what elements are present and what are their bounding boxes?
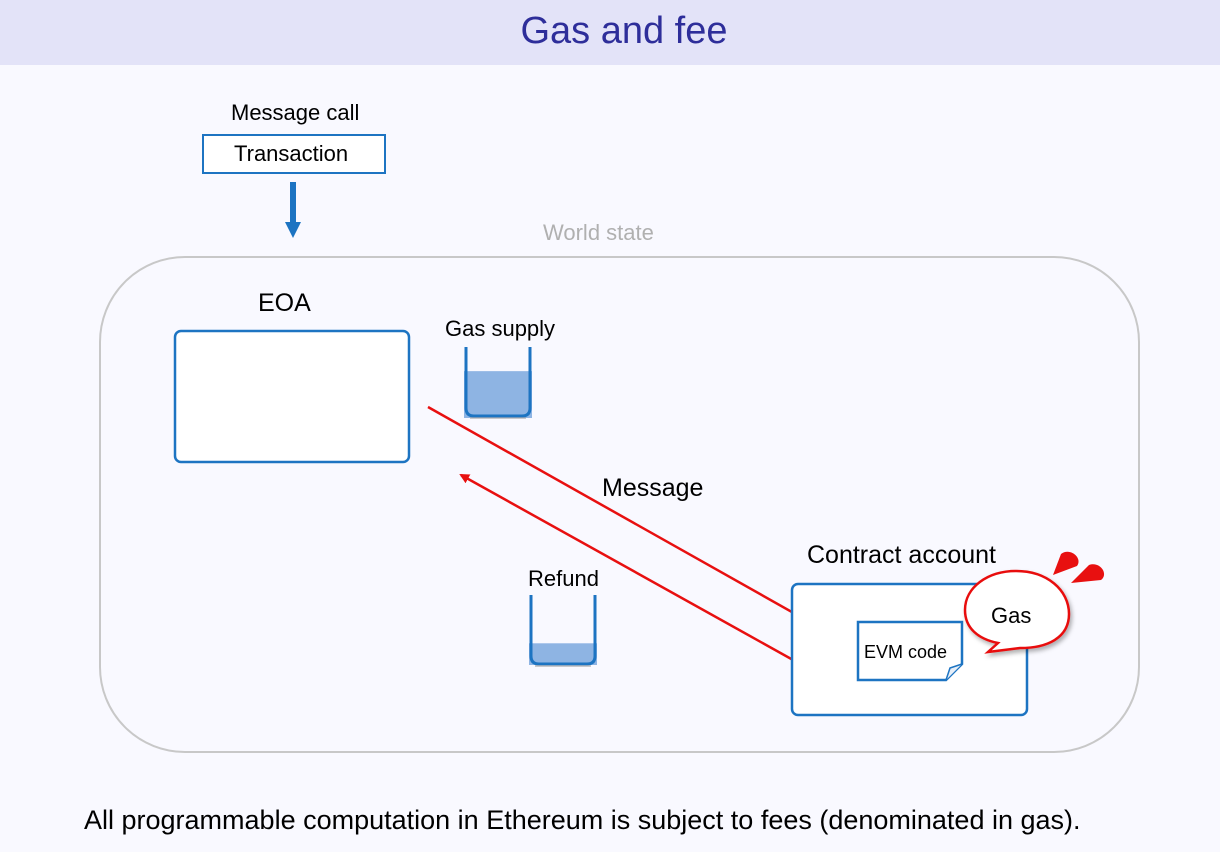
evm-code-label: EVM code — [864, 642, 948, 662]
page-title: Gas and fee — [520, 10, 728, 52]
return-arrow — [459, 473, 821, 677]
transaction-arrow-shaft — [290, 182, 296, 224]
gas-bubble-label: Gas — [991, 603, 1032, 628]
sweat-drop-icon — [1071, 564, 1105, 583]
evm-code-document-fold — [945, 663, 963, 681]
gas-speech-bubble — [963, 569, 1071, 654]
gas-supply-label: Gas supply — [445, 316, 556, 341]
transaction-label: Transaction — [234, 141, 349, 166]
message-call-label: Message call — [231, 100, 360, 125]
refund-label: Refund — [528, 566, 599, 591]
title-bar — [0, 0, 1220, 65]
message-label: Message — [602, 474, 704, 502]
world-state-container — [99, 256, 1140, 753]
footer-text: All programmable computation in Ethereum… — [84, 805, 1081, 835]
sweat-drop-icon — [1053, 551, 1079, 575]
contract-account-label: Contract account — [807, 541, 996, 569]
eoa-box — [173, 329, 411, 464]
world-state-label: World state — [543, 220, 654, 245]
message-arrow — [427, 405, 840, 640]
transaction-arrow-head — [285, 222, 301, 238]
transaction-box — [202, 134, 386, 174]
gas-supply-liquid — [464, 371, 532, 418]
refund-liquid — [529, 643, 597, 665]
eoa-label: EOA — [258, 289, 311, 317]
gas-supply-container — [464, 347, 532, 419]
refund-container — [529, 595, 597, 667]
